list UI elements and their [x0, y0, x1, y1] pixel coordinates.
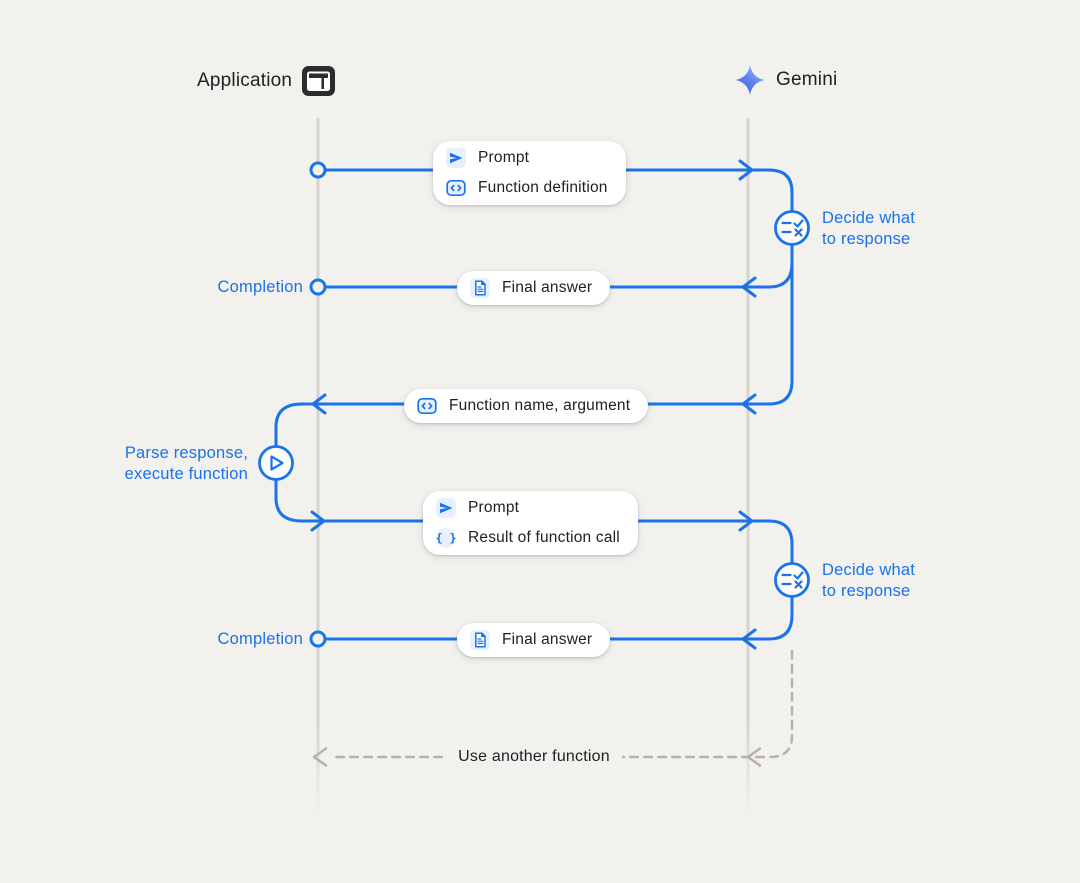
decide-note-2: Decide what to response [822, 561, 915, 600]
code-chip-icon [446, 179, 466, 197]
pill-row: Prompt [446, 143, 608, 173]
pill-final-answer-2: Final answer [457, 623, 611, 657]
use-another-function-arrow [312, 649, 794, 767]
completion-circle-1 [309, 278, 327, 296]
pill-row: { } Result of function call [436, 523, 620, 553]
pill-label: Final answer [502, 631, 593, 648]
pill-row: Function name, argument [417, 391, 630, 421]
arrowhead-right-icon [738, 510, 754, 532]
arrowhead-left-icon [741, 276, 757, 298]
pill-label: Function name, argument [449, 397, 631, 414]
arrowhead-right-icon [738, 159, 754, 181]
pill-row: Function definition [446, 173, 608, 203]
start-circle [309, 161, 327, 179]
endpoint-circles [309, 161, 327, 648]
pill-label: Final answer [502, 279, 593, 296]
pill-label: Result of function call [468, 529, 620, 546]
pill-prompt-definition: Prompt Function definition [433, 141, 626, 205]
rule-check-x-icon [781, 219, 804, 237]
send-icon [436, 498, 456, 518]
pill-row: Final answer [470, 273, 592, 303]
code-chip-icon [417, 397, 437, 415]
play-icon [270, 455, 284, 471]
decide-note-1: Decide what to response [822, 209, 915, 248]
pill-label: Prompt [468, 499, 520, 516]
svg-text:{ }: { } [436, 531, 456, 545]
use-another-function-label: Use another function [446, 746, 622, 768]
pill-prompt-result: Prompt { } Result of function call [423, 491, 638, 555]
decide-node-1 [774, 210, 810, 246]
path-final-answer-1 [324, 261, 794, 289]
gemini-spark-icon [735, 65, 765, 95]
document-icon [470, 630, 490, 650]
arrowhead-left-icon [746, 747, 762, 767]
app-window-icon [302, 66, 336, 96]
completion-circle-2 [309, 630, 327, 648]
arrowhead-right-icon [310, 510, 326, 532]
decide-node-2 [774, 562, 810, 598]
application-header: Application [197, 66, 336, 96]
application-label: Application [197, 70, 293, 91]
parse-note: Parse response, execute function [124, 444, 248, 483]
braces-icon: { } [436, 528, 456, 548]
arrowhead-left-icon [741, 628, 757, 650]
document-icon [470, 278, 490, 298]
gemini-label: Gemini [776, 69, 838, 90]
pill-row: Final answer [470, 625, 592, 655]
execute-node [258, 445, 294, 481]
gemini-header: Gemini [734, 64, 837, 96]
pill-label: Prompt [478, 149, 530, 166]
path-final-answer-2 [324, 595, 794, 641]
rule-check-x-icon [781, 571, 804, 589]
pill-final-answer-1: Final answer [457, 271, 611, 305]
completion-label-2: Completion [217, 630, 303, 648]
arrowhead-left-icon [312, 747, 328, 767]
pill-label: Function definition [478, 179, 608, 196]
pill-function-name: Function name, argument [404, 389, 649, 423]
completion-label-1: Completion [217, 278, 303, 296]
send-icon [446, 148, 466, 168]
arrowhead-left-icon [311, 393, 327, 415]
path-prompt-definition [324, 168, 794, 213]
arrowhead-left-icon [741, 393, 757, 415]
pill-row: Prompt [436, 493, 620, 523]
